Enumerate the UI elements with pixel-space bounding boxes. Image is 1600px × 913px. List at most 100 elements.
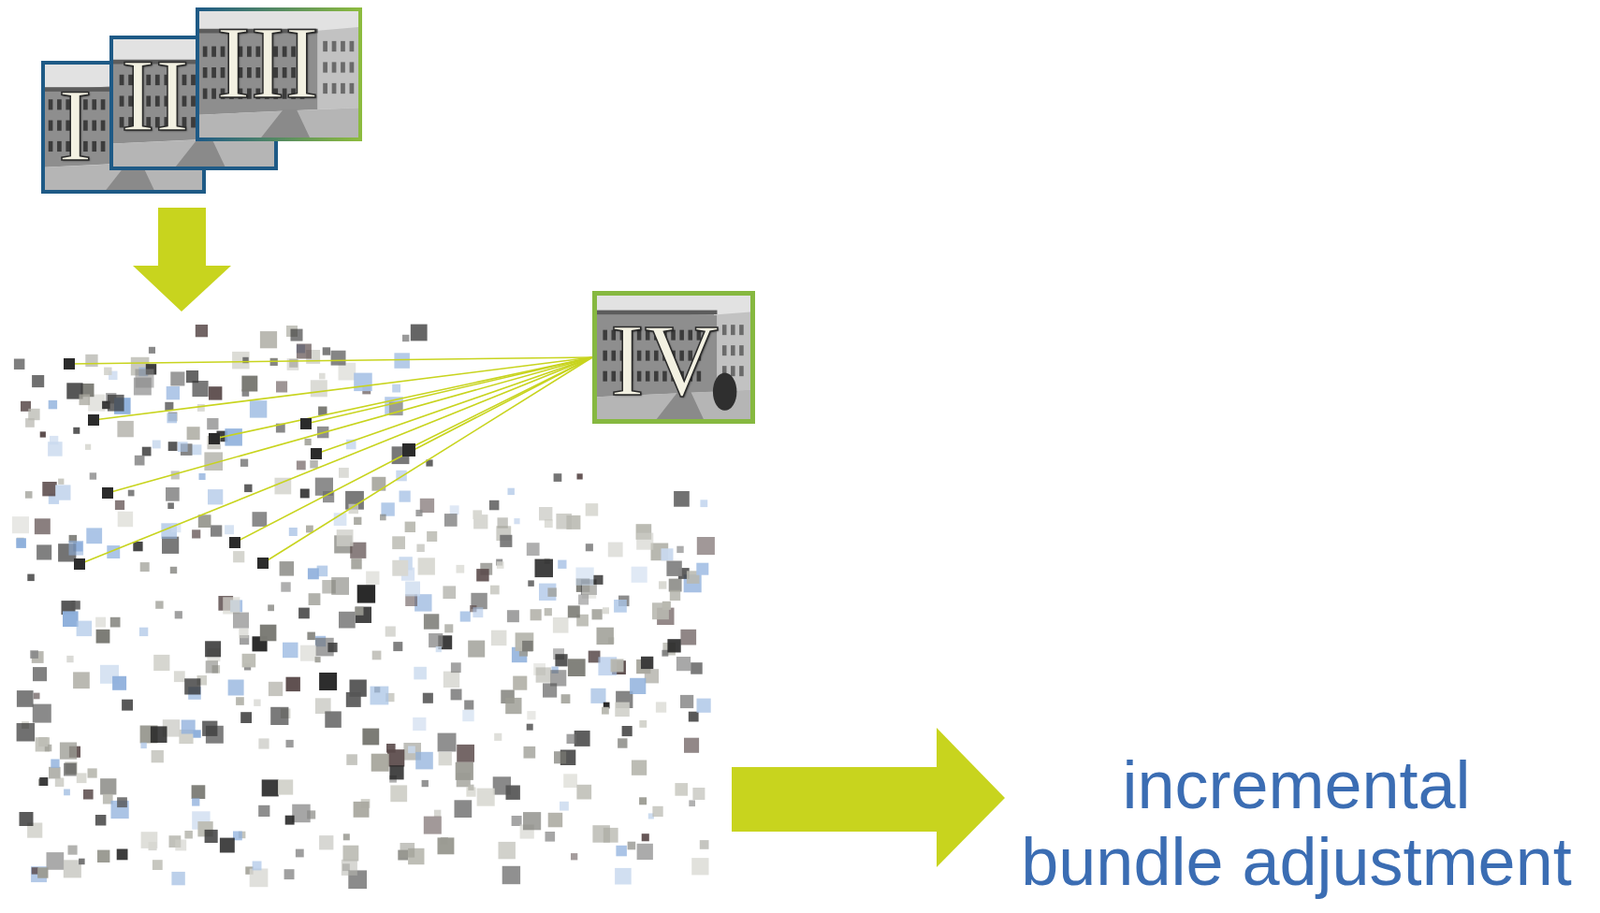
ray-line [316,357,593,454]
cloud-point [66,655,73,663]
cloud-point [614,868,632,886]
cloud-point [407,746,416,755]
cloud-point [240,459,248,467]
cloud-point [462,710,474,722]
cloud-point [25,491,33,499]
cloud-point [327,642,337,653]
cloud-point [16,723,35,742]
cloud-point [49,436,59,445]
cloud-point [491,630,508,647]
cloud-point [627,842,637,851]
cloud-point [631,760,647,776]
cloud-point [423,613,439,629]
cloud-point [142,447,152,457]
cloud-point [79,394,91,407]
cloud-point [115,500,125,510]
cloud-point [362,728,379,746]
cloud-point [405,522,416,533]
cloud-point [296,461,306,471]
cloud-point [456,565,466,574]
cloud-point [87,768,98,778]
cloud-point [206,418,219,430]
cloud-point [692,787,705,800]
cloud-point [28,408,40,421]
cloud-point [181,720,196,735]
cloud-point [224,428,243,447]
cloud-point [260,331,277,349]
cloud-point [354,607,364,616]
cloud-point [688,800,696,807]
cloud-point [412,717,426,731]
cloud-point [72,427,80,435]
cloud-point [566,515,581,530]
cloud-point [402,334,409,342]
cloud-point [676,546,684,553]
cloud-point [405,581,421,597]
cloud-point [38,737,48,747]
cloud-point [511,815,523,827]
cloud-point [680,695,694,709]
cloud-point [585,543,594,552]
cloud-point [310,448,322,460]
cloud-point [229,537,241,549]
cloud-point [177,441,189,452]
ray-line [262,357,593,564]
cloud-point [680,629,697,646]
cloud-point [309,460,319,469]
cloud-point [107,394,125,412]
cloud-point [59,742,77,760]
cloud-point [42,481,57,496]
cloud-point [640,656,654,670]
cloud-point [121,699,133,712]
cloud-point [526,711,536,720]
cloud-point [184,830,193,840]
cloud-point [174,610,183,619]
cloud-point [426,531,437,542]
cloud-point [380,502,394,516]
cloud-point [557,560,567,569]
cloud-point [164,402,174,411]
cloud-point [563,773,578,788]
cloud-point [608,542,624,558]
cloud-point [554,654,568,667]
cloud-point [195,324,208,337]
cloud-point [548,813,564,829]
cloud-point [450,689,463,701]
cloud-point [117,511,133,527]
cloud-point [32,667,47,682]
cloud-point [261,779,279,797]
cloud-point [73,558,86,570]
cloud-point [629,678,646,695]
cloud-point [437,733,457,753]
cloud-point [85,354,98,367]
cloud-point [691,858,709,875]
cloud-point [522,640,534,653]
cloud-point [101,487,114,499]
cloud-point [260,625,277,642]
cloud-point [29,650,39,659]
cloud-point [349,680,367,698]
cloud-point [50,759,59,769]
cloud-point [69,540,85,556]
cloud-point [464,700,474,711]
cloud-point [150,726,168,743]
cloud-point [617,738,627,748]
cloud-point [507,610,520,623]
cloud-point [450,662,462,673]
cloud-point [386,743,396,754]
cloud-point [232,551,245,563]
cloud-point [371,754,390,772]
cloud-point [392,641,403,652]
cloud-point [576,785,592,800]
cloud-point [306,632,316,641]
cloud-point [204,640,221,657]
cloud-point [472,607,483,618]
cloud-point [505,698,522,714]
cloud-point [277,779,293,795]
cloud-point [174,840,187,852]
cloud-point [153,654,170,671]
cloud-point [372,651,382,661]
cloud-point [379,514,387,522]
cloud-point [341,859,358,876]
cloud-point [33,693,41,700]
